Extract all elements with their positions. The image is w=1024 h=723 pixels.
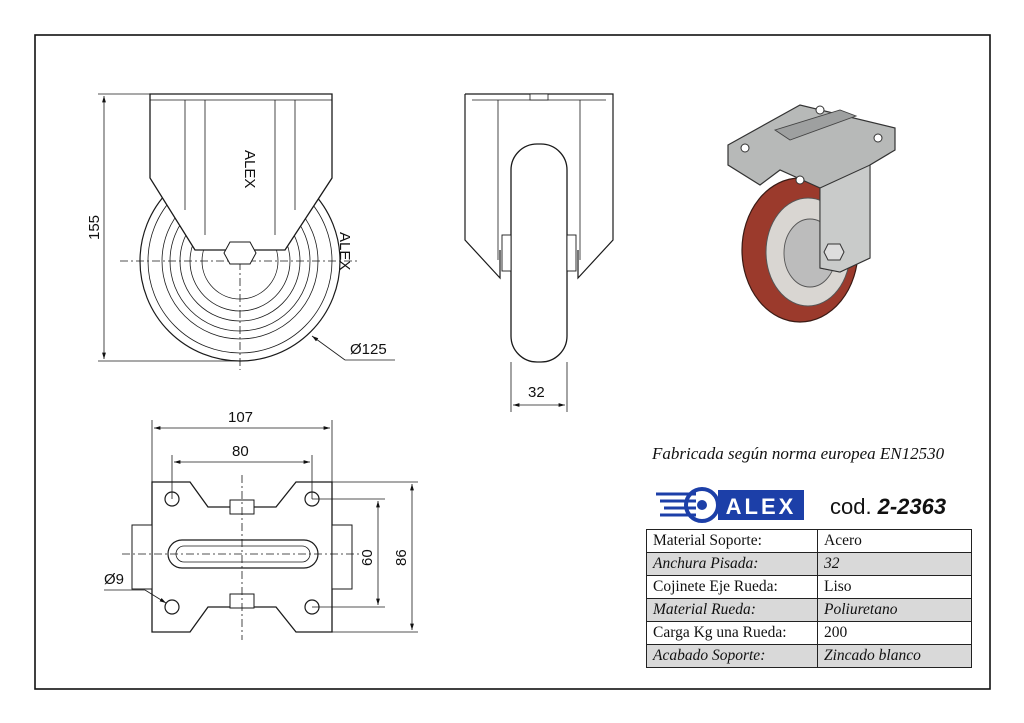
spec-label: Material Rueda: — [646, 598, 818, 622]
front-view: ALEX ALEX — [120, 93, 360, 370]
spec-value: Poliuretano — [817, 598, 972, 622]
dim-plate-width-label: 86 — [393, 549, 410, 566]
caster-render — [727, 104, 896, 323]
logo-text: ALEX — [726, 494, 797, 519]
spec-value: 200 — [817, 621, 972, 645]
spec-value: Acero — [817, 529, 972, 553]
sheet-border — [34, 34, 991, 690]
side-view — [464, 93, 614, 363]
spec-row: Cojinete Eje Rueda: Liso — [646, 575, 972, 599]
spec-label: Anchura Pisada: — [646, 552, 818, 576]
spec-value: Zincado blanco — [817, 644, 972, 668]
dim-tread-width-label: 32 — [528, 384, 545, 401]
spec-label: Material Soporte: — [646, 529, 818, 553]
bracket-marking: ALEX — [241, 150, 258, 188]
spec-row: Material Soporte: Acero — [646, 529, 972, 553]
dim-tread-width: 32 — [510, 362, 568, 412]
dim-diameter-label: Ø125 — [350, 341, 387, 358]
dim-hole-spacing-short-label: 60 — [359, 549, 376, 566]
dim-plate-width: 86 — [332, 481, 418, 633]
dim-hole-diameter-label: Ø9 — [104, 571, 124, 588]
spec-label: Carga Kg una Rueda: — [646, 621, 818, 645]
spec-row: Acabado Soporte: Zincado blanco — [646, 644, 972, 668]
wheel-marking: ALEX — [336, 232, 353, 270]
spec-row: Carga Kg una Rueda: 200 — [646, 621, 972, 645]
spec-value: 32 — [817, 552, 972, 576]
dim-hole-diameter: Ø9 — [104, 571, 167, 604]
top-view — [122, 475, 362, 640]
dim-plate-length: 107 — [151, 409, 333, 482]
standard-note: Fabricada según norma europea EN12530 — [652, 444, 945, 463]
dim-height: 155 — [86, 93, 240, 362]
product-code-label: cod. — [830, 494, 872, 519]
dim-diameter: Ø125 — [311, 335, 395, 361]
spec-label: Acabado Soporte: — [646, 644, 818, 668]
dim-height-label: 155 — [86, 215, 103, 240]
product-code: cod.2-2363 — [830, 494, 946, 520]
spec-row: Material Rueda: Poliuretano — [646, 598, 972, 622]
spec-label: Cojinete Eje Rueda: — [646, 575, 818, 599]
alex-logo: ALEX — [656, 487, 804, 523]
spec-value: Liso — [817, 575, 972, 599]
product-code-value: 2-2363 — [877, 494, 947, 519]
dim-hole-spacing-short: 60 — [312, 498, 385, 608]
specs-table: Material Soporte: Acero Anchura Pisada: … — [646, 529, 972, 668]
spec-row: Anchura Pisada: 32 — [646, 552, 972, 576]
dim-plate-length-label: 107 — [228, 409, 253, 426]
dim-hole-spacing-long: 80 — [171, 443, 313, 499]
dim-hole-spacing-long-label: 80 — [232, 443, 249, 460]
